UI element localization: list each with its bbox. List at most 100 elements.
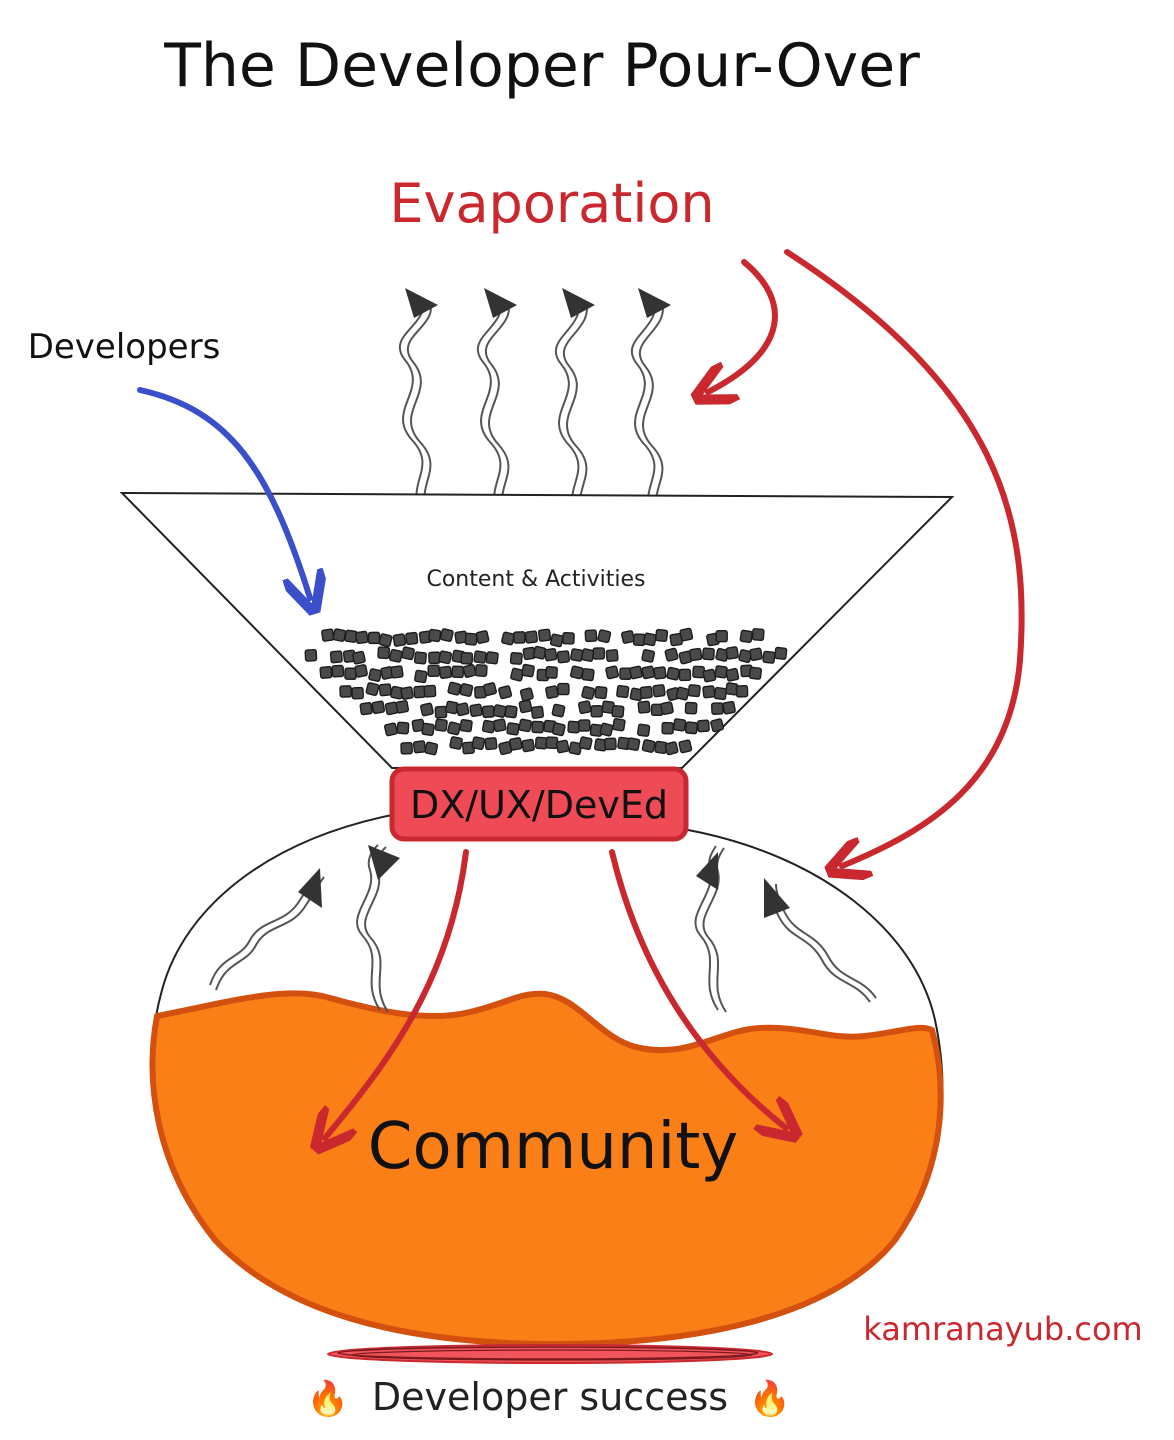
steam-arrowhead	[368, 845, 400, 880]
coffee-ground	[592, 647, 606, 660]
coffee-ground	[689, 647, 703, 662]
coffee-ground	[469, 703, 483, 718]
coffee-ground	[710, 718, 725, 733]
steam-wave	[356, 844, 381, 1011]
coffee-ground	[459, 719, 473, 733]
coffee-ground	[652, 684, 666, 698]
steam-wave	[476, 299, 503, 523]
coffee-ground	[549, 633, 564, 648]
coffee-ground	[395, 700, 410, 714]
coffee-ground	[637, 700, 651, 714]
coffee-ground	[616, 684, 630, 699]
community-liquid	[149, 990, 944, 1347]
coffee-ground	[639, 685, 653, 699]
coffee-ground	[594, 685, 608, 700]
coffee-ground	[555, 739, 570, 754]
coffee-ground	[412, 740, 427, 754]
coffee-ground	[378, 633, 393, 648]
coffee-ground	[447, 681, 462, 696]
coffee-ground	[304, 649, 318, 662]
coffee-ground	[483, 682, 497, 697]
coffee-ground	[389, 648, 403, 663]
community-label: Community	[368, 1110, 738, 1184]
coffee-ground	[551, 722, 566, 737]
coffee-ground	[434, 718, 448, 732]
coffee-ground	[421, 722, 435, 737]
coffee-ground	[331, 664, 345, 678]
coffee-ground	[509, 651, 523, 665]
coffee-ground	[568, 741, 583, 756]
coffee-ground	[484, 737, 498, 751]
coffee-ground	[401, 646, 415, 661]
steam-top	[398, 299, 665, 527]
coffee-ground	[570, 648, 584, 662]
steam-arrowhead	[638, 288, 671, 318]
success-label: Developer success	[372, 1375, 728, 1419]
funnel-cone	[119, 491, 955, 769]
evaporation-arrow-short	[708, 259, 778, 392]
coffee-ground	[439, 628, 454, 642]
coffee-ground	[471, 736, 486, 751]
coffee-ground	[636, 723, 651, 737]
coffee-ground	[739, 629, 754, 644]
flame-icon-left: 🔥	[307, 1379, 349, 1419]
coffee-ground	[414, 669, 428, 684]
coffee-ground	[597, 629, 612, 644]
coffee-ground	[580, 648, 595, 662]
coffee-ground	[434, 705, 448, 719]
filter-label: DX/UX/DevEd	[410, 783, 668, 827]
coffee-ground	[447, 721, 462, 736]
coffee-ground	[710, 702, 724, 715]
coffee-ground	[427, 664, 440, 678]
coffee-ground	[567, 720, 581, 734]
coffee-ground	[599, 722, 614, 737]
steam-arrowhead	[696, 852, 718, 890]
coffee-ground	[557, 682, 570, 696]
coffee-ground	[641, 649, 656, 663]
coffee-ground	[485, 651, 499, 665]
developers-arrow	[137, 387, 310, 598]
evaporation-label: Evaporation	[389, 172, 714, 235]
coffee-ground	[506, 722, 520, 736]
coffee-ground	[351, 686, 364, 700]
coffee-ground	[428, 651, 441, 665]
credit-link[interactable]: kamranayub.com	[863, 1310, 1142, 1348]
coffee-ground	[501, 631, 515, 646]
coffee-ground	[355, 630, 369, 645]
coffee-ground	[653, 666, 667, 680]
steam-arrowhead	[298, 868, 322, 908]
coffee-ground	[643, 632, 657, 647]
coffee-ground	[748, 666, 763, 680]
coffee-ground	[424, 741, 439, 756]
burner	[327, 1344, 773, 1364]
coffee-ground	[604, 737, 617, 751]
coffee-ground	[498, 685, 513, 700]
steam-arrowhead	[405, 288, 438, 318]
coffee-ground	[578, 736, 593, 751]
coffee-ground	[641, 665, 656, 680]
steam-arrowhead	[562, 288, 595, 318]
coffee-ground	[518, 699, 533, 714]
coffee-ground	[449, 736, 463, 750]
steam-wave	[562, 301, 589, 527]
coffee-ground	[611, 704, 625, 718]
coffee-ground	[519, 687, 534, 702]
coffee-ground	[749, 647, 763, 662]
coffee-ground	[678, 668, 692, 682]
coffee-ground	[384, 722, 398, 737]
coffee-ground	[368, 668, 382, 682]
steam-arrowheads-carafe	[298, 845, 790, 918]
developers-label: Developers	[28, 327, 221, 367]
coffee-ground	[405, 631, 419, 646]
coffee-ground	[504, 705, 518, 719]
coffee-ground	[664, 741, 679, 756]
pour-arrow-right	[609, 849, 786, 1128]
coffee-ground	[392, 633, 407, 647]
flame-icon-right: 🔥	[749, 1379, 791, 1419]
coffee-ground	[438, 650, 453, 665]
coffee-ground	[632, 633, 646, 647]
steam-wave	[694, 845, 719, 1011]
steam-wave	[484, 301, 511, 525]
coffee-ground	[545, 666, 558, 679]
coffee-ground	[352, 650, 366, 665]
